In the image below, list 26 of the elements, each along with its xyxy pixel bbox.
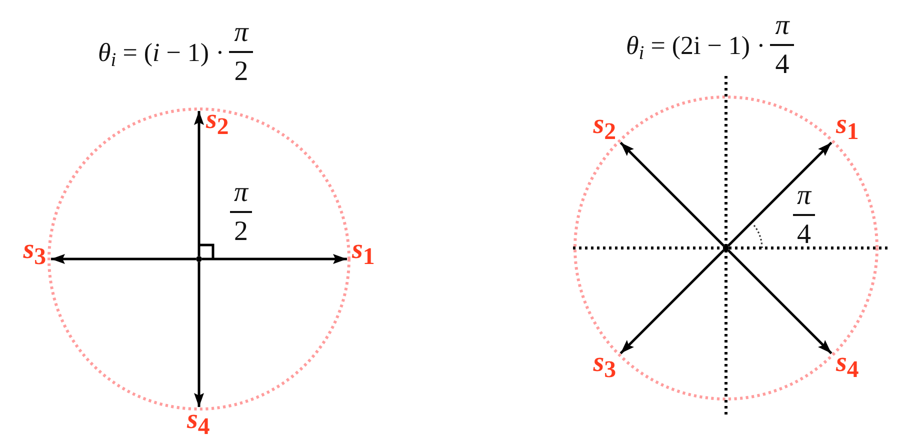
arrow: [51, 254, 196, 264]
fraction-numerator: π: [796, 187, 812, 206]
arrow: [727, 249, 832, 354]
formula-text: θ$_{i}$ = (i − 1) ·: [98, 40, 224, 66]
signal-label: s$_{4}$: [836, 354, 859, 380]
signal-label: s$_{1}$: [352, 241, 375, 267]
fraction-numerator: π: [775, 17, 790, 36]
signal-label: s$_{2}$: [206, 111, 229, 137]
fraction-numerator: π: [234, 24, 248, 43]
arrow: [727, 142, 832, 247]
fraction-denominator: 4: [775, 54, 790, 76]
fraction-denominator: 4: [797, 224, 811, 246]
arrow: [194, 262, 204, 407]
fraction-denominator: 2: [234, 220, 248, 242]
signal-label: s$_{3}$: [593, 354, 616, 380]
arrow: [620, 142, 725, 247]
arrow: [620, 249, 725, 354]
formula-text: θ$_{i}$ = (2i − 1) ·: [626, 33, 766, 60]
fraction-denominator: 2: [234, 60, 248, 82]
signal-label: s$_{2}$: [593, 116, 616, 142]
signal-label: s$_{4}$: [187, 411, 210, 437]
arrow: [202, 254, 347, 264]
fraction-numerator: π: [234, 184, 248, 203]
signal-label: s$_{1}$: [836, 116, 859, 142]
arrow: [194, 111, 204, 256]
signal-label: s$_{3}$: [23, 241, 46, 267]
